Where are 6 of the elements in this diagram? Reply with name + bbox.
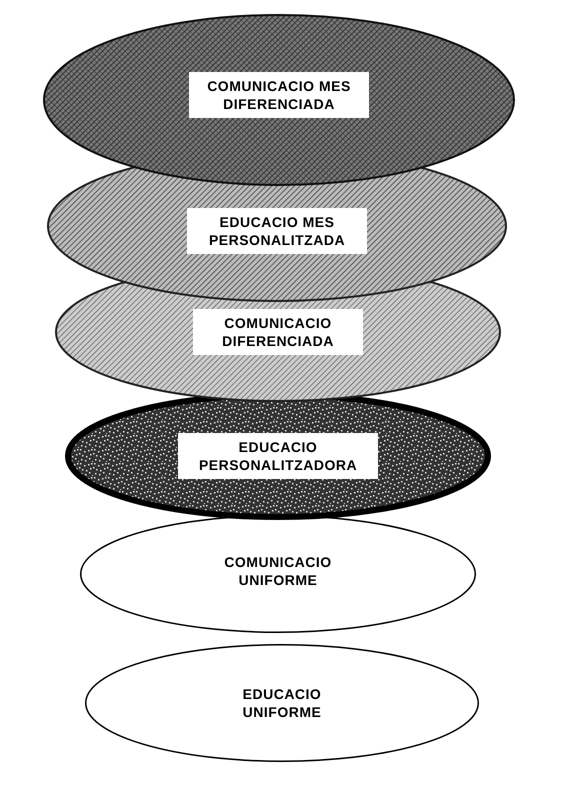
layer-label: COMUNICACIO UNIFORME bbox=[223, 552, 333, 590]
layer-label: COMUNICACIO MES DIFERENCIADA bbox=[189, 72, 369, 118]
layer-label: EDUCACIO UNIFORME bbox=[242, 684, 322, 722]
layer-label: COMUNICACIO DIFERENCIADA bbox=[193, 308, 363, 356]
layer-label: EDUCACIO PERSONALITZADORA bbox=[178, 432, 378, 480]
layer-label: EDUCACIO MES PERSONALITZADA bbox=[187, 208, 367, 254]
